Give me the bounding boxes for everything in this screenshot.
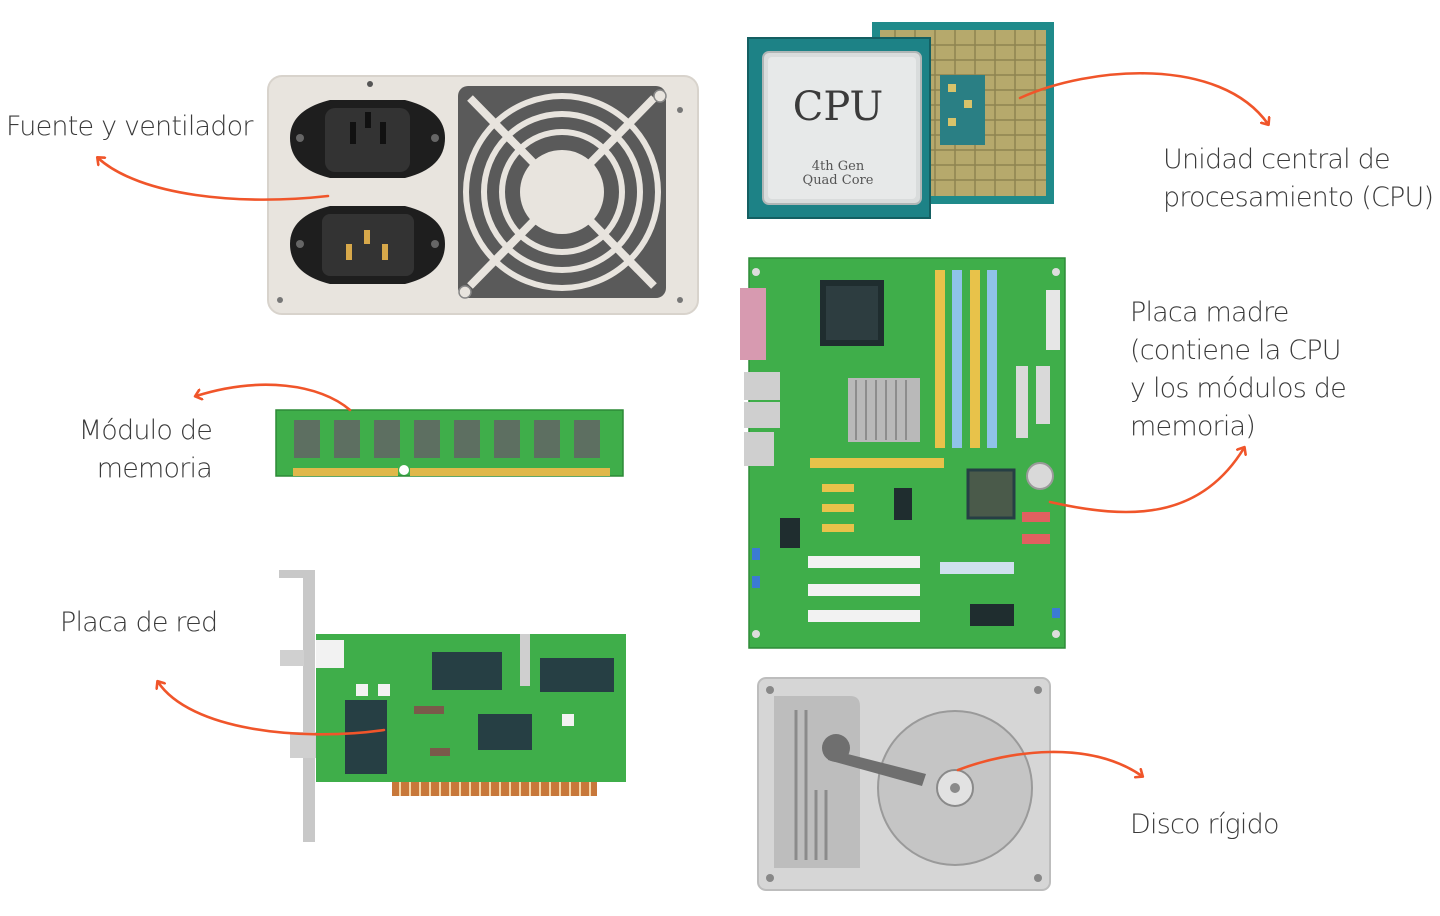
- arrow-power-supply: [98, 158, 330, 201]
- network-card-icon: [279, 570, 626, 842]
- arrow-cpu: [1018, 71, 1268, 124]
- memory-module-icon: [275, 409, 624, 477]
- cpu-cores-text: Quad Core: [803, 173, 874, 188]
- arrow-motherboard: [1048, 448, 1244, 514]
- cpu-gen-text: 4th Gen: [812, 159, 865, 174]
- power-supply-icon: [267, 75, 699, 315]
- hard-disk-icon: [757, 677, 1051, 891]
- motherboard-icon: [740, 257, 1066, 649]
- label-network-card: Placa de red: [60, 607, 218, 638]
- label-motherboard: Placa madre (contiene la CPU y los módul…: [1130, 297, 1347, 442]
- label-cpu: Unidad central de procesamiento (CPU): [1163, 144, 1434, 213]
- label-power-supply: Fuente y ventilador: [6, 111, 253, 142]
- label-memory-module: Módulo de memoria: [78, 415, 213, 484]
- arrow-memory: [196, 383, 352, 412]
- cpu-icon: CPU 4th Gen Quad Core: [747, 22, 1054, 219]
- cpu-brand-text: CPU: [793, 84, 884, 130]
- arrow-network: [158, 682, 386, 736]
- arrow-hard-disk: [956, 750, 1142, 776]
- label-hard-disk: Disco rígido: [1130, 809, 1279, 840]
